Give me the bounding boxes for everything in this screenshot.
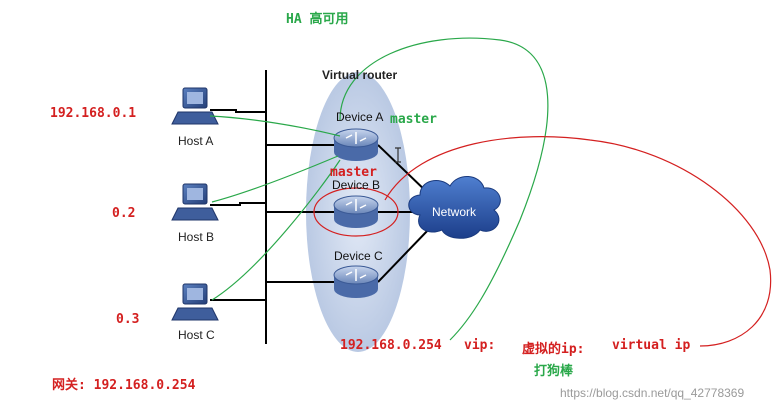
network-label: Network xyxy=(432,205,477,219)
host-c-ip: 0.3 xyxy=(116,312,140,327)
device-c-router xyxy=(333,265,379,298)
host-a-ip: 192.168.0.1 xyxy=(50,106,137,121)
virtual-ip-en: virtual ip xyxy=(612,338,691,353)
host-b-ip: 0.2 xyxy=(112,206,136,221)
host-c-computer xyxy=(171,283,219,321)
device-a-router xyxy=(333,128,379,161)
red-annotations xyxy=(313,136,772,347)
dagoubang-label: 打狗棒 xyxy=(534,364,574,379)
host-c-label: Host C xyxy=(178,328,215,342)
gateway-label: 网关: 192.168.0.254 xyxy=(52,378,196,393)
device-c-label: Device C xyxy=(334,249,383,263)
master-label-red: master xyxy=(330,165,377,180)
host-b-label: Host B xyxy=(178,230,215,244)
vip-label: vip: xyxy=(464,338,496,353)
host-links xyxy=(210,109,266,301)
device-b-router xyxy=(333,195,379,228)
vip-ip: 192.168.0.254 xyxy=(340,338,442,353)
host-a-label: Host A xyxy=(178,134,214,148)
text-cursor-icon xyxy=(395,147,401,163)
device-a-label: Device A xyxy=(336,110,384,124)
host-a-computer xyxy=(171,87,219,125)
virtual-router-label: Virtual router xyxy=(322,68,398,82)
green-annotations xyxy=(209,37,549,341)
network-cloud xyxy=(408,176,501,239)
virtual-ip-cn: 虚拟的ip: xyxy=(522,342,585,357)
csdn-watermark: https://blog.csdn.net/qq_42778369 xyxy=(560,386,745,400)
device-links xyxy=(266,144,335,283)
master-label-green: master xyxy=(390,112,437,127)
host-b-computer xyxy=(171,183,219,221)
diagram-title: HA 高可用 xyxy=(286,12,349,27)
device-b-label: Device B xyxy=(332,178,381,192)
